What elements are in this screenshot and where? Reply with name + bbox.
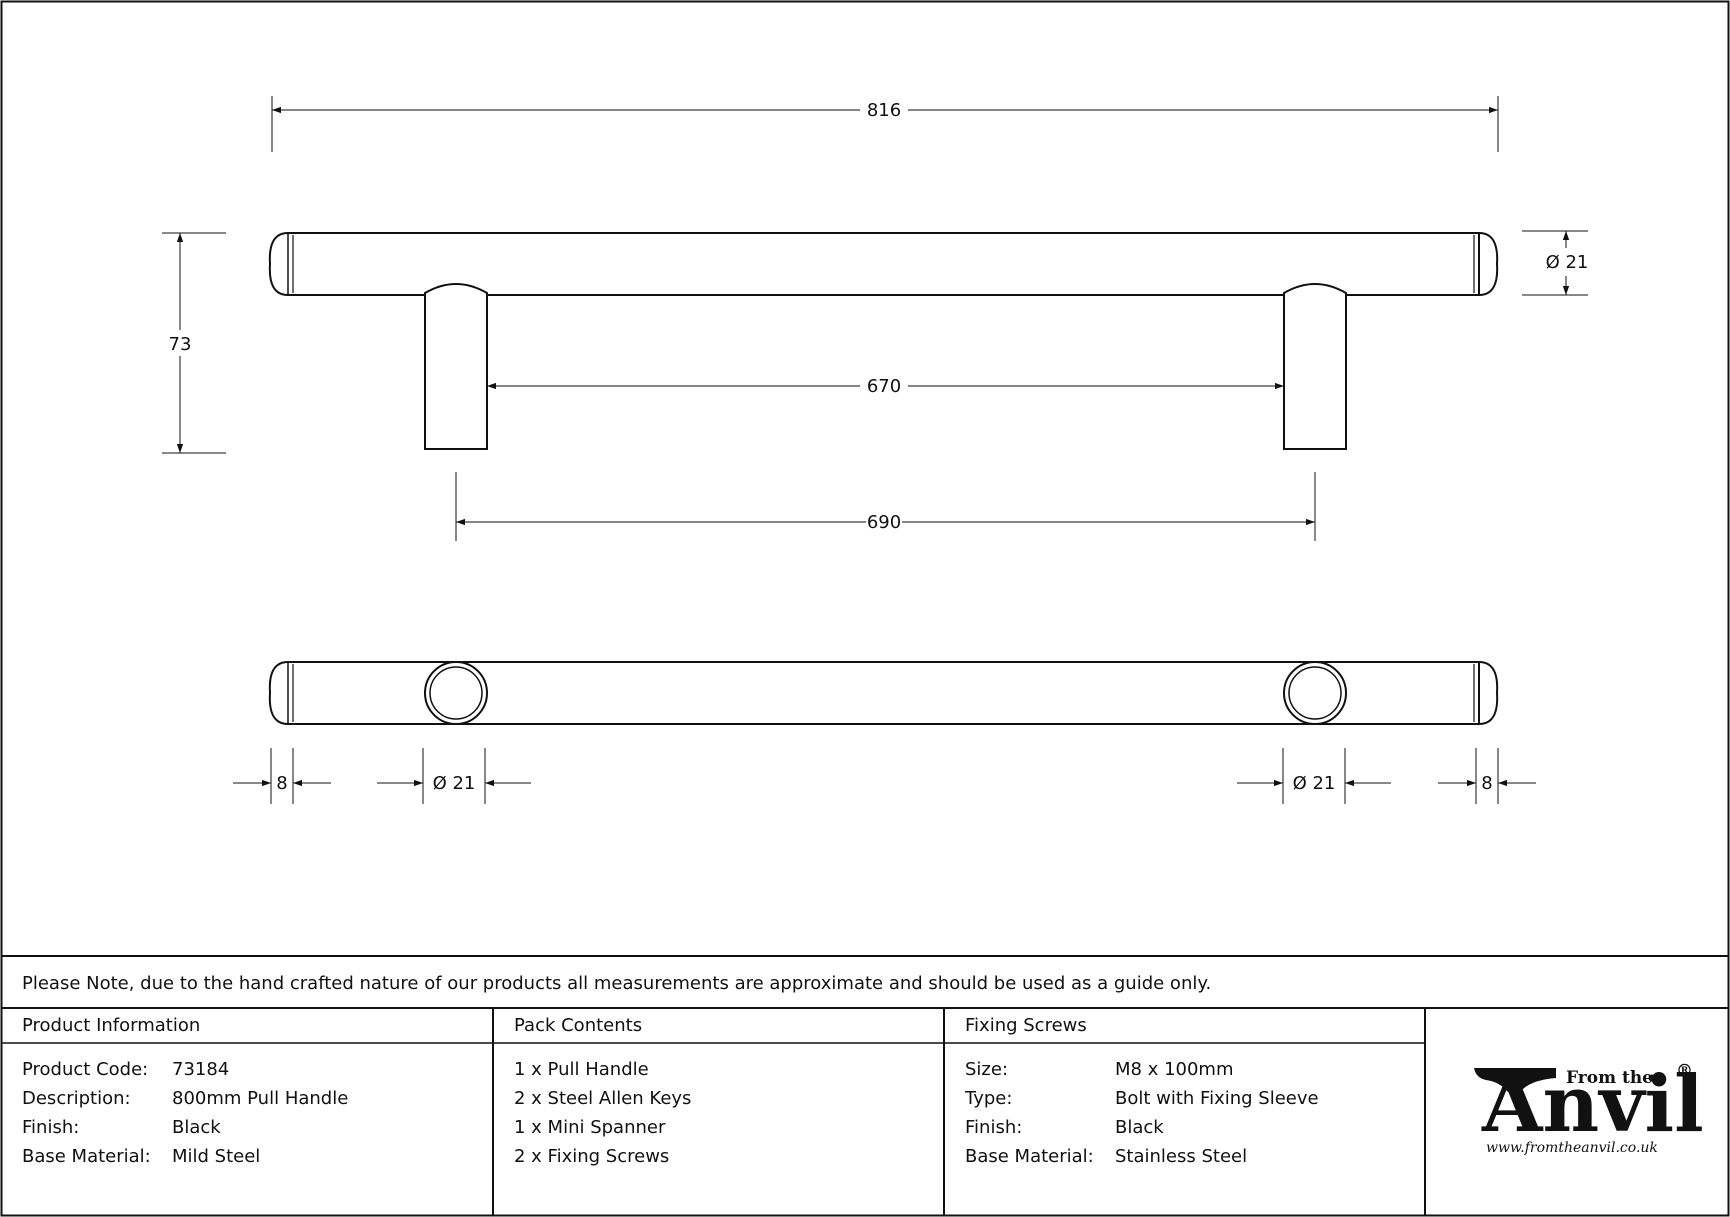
fixing-screws-panel: Fixing Screws Size: M8 x 100mm Type: Bol… [964, 1015, 1319, 1167]
screw-size-value: M8 x 100mm [1115, 1059, 1234, 1080]
screw-size-label: Size: [965, 1059, 1008, 1080]
base-material-label: Base Material: [22, 1146, 151, 1167]
product-info-heading: Product Information [22, 1015, 200, 1036]
anvil-icon [1474, 1068, 1556, 1092]
dimension-height: 73 [162, 232, 226, 454]
fixing-screws-heading: Fixing Screws [965, 1015, 1087, 1036]
end-cap-right-label: 8 [1481, 773, 1492, 794]
logo-registered: ® [1676, 1061, 1693, 1081]
base-material-value: Mild Steel [172, 1146, 260, 1167]
dimension-end-cap-left: 8 [233, 748, 331, 804]
logo-from-the: From the [1566, 1068, 1653, 1088]
front-elevation [268, 232, 1499, 450]
end-cap-left-label: 8 [276, 773, 287, 794]
plan-view [268, 661, 1499, 725]
dimension-bar-diameter: Ø 21 [1522, 230, 1589, 296]
finish-label: Finish: [22, 1117, 79, 1138]
inner-gap-label: 670 [867, 376, 901, 397]
screw-material-label: Base Material: [965, 1146, 1094, 1167]
plan-left-end-cap [268, 661, 289, 725]
description-value: 800mm Pull Handle [172, 1088, 348, 1109]
left-leg [424, 283, 488, 450]
screw-finish-value: Black [1115, 1117, 1164, 1138]
from-the-anvil-logo: From the ® Anvil www.fromtheanvil.co.uk [1474, 1059, 1704, 1156]
left-end-cap [268, 232, 289, 296]
screw-finish-label: Finish: [965, 1117, 1022, 1138]
screw-material-value: Stainless Steel [1115, 1146, 1247, 1167]
overall-length-label: 816 [867, 100, 901, 121]
pack-item: 1 x Pull Handle [514, 1059, 649, 1080]
product-code-value: 73184 [172, 1059, 229, 1080]
pack-contents-panel: Pack Contents 1 x Pull Handle 2 x Steel … [514, 1015, 691, 1167]
plan-right-leg-outer [1283, 661, 1347, 725]
plan-left-leg-outer [424, 661, 488, 725]
leg-diameter-left-label: Ø 21 [433, 773, 476, 794]
plan-right-end-cap [1478, 661, 1499, 725]
right-leg [1283, 283, 1347, 450]
dimension-overall-length: 816 [271, 96, 1499, 152]
product-info-panel: Product Information Product Code: 73184 … [22, 1015, 348, 1167]
pack-item: 2 x Steel Allen Keys [514, 1088, 691, 1109]
pack-item: 1 x Mini Spanner [514, 1117, 666, 1138]
height-label: 73 [169, 334, 192, 355]
logo-url: www.fromtheanvil.co.uk [1486, 1140, 1658, 1156]
dimension-end-cap-right: 8 [1438, 748, 1536, 804]
plan-right-leg-inner [1288, 666, 1342, 720]
leg-diameter-right-label: Ø 21 [1293, 773, 1336, 794]
finish-value: Black [172, 1117, 221, 1138]
centres-label: 690 [867, 512, 901, 533]
pack-item: 2 x Fixing Screws [514, 1146, 669, 1167]
dimension-leg-diameter-left: Ø 21 [377, 748, 531, 804]
description-label: Description: [22, 1088, 131, 1109]
title-block [1, 955, 1729, 1216]
product-code-label: Product Code: [22, 1059, 148, 1080]
measurement-note: Please Note, due to the hand crafted nat… [22, 973, 1211, 994]
screw-type-value: Bolt with Fixing Sleeve [1115, 1088, 1319, 1109]
pack-contents-heading: Pack Contents [514, 1015, 642, 1036]
screw-type-label: Type: [964, 1088, 1012, 1109]
dimension-centres: 690 [455, 472, 1316, 541]
bar-diameter-label: Ø 21 [1546, 252, 1589, 273]
logo-anvil-word: Anvil [1481, 1059, 1704, 1150]
right-end-cap [1478, 232, 1499, 296]
dimension-leg-diameter-right: Ø 21 [1237, 748, 1391, 804]
logo-dot-icon [1648, 1074, 1656, 1082]
plan-left-leg-inner [429, 666, 483, 720]
dimension-inner-gap: 670 [487, 376, 1284, 397]
